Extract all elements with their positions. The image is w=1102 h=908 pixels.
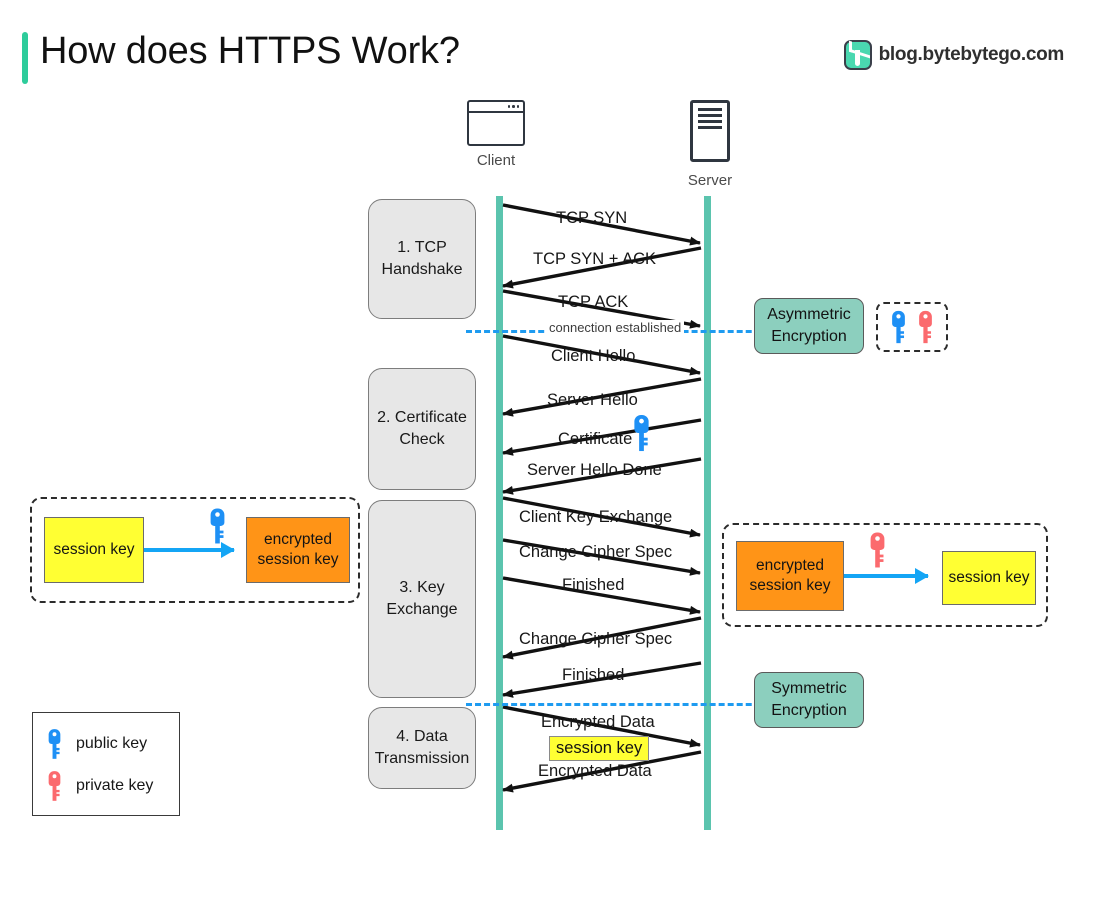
callout-asymmetric-encryption[interactable]: Asymmetric Encryption [754,298,864,354]
panel-encrypt-session-key: session key encrypted session key [30,497,360,603]
key-icon [48,771,61,801]
key-icon [48,729,61,759]
legend: public key private key [32,712,180,816]
skl-src-line1: session key [53,540,135,558]
legend-item-private-key: private key [47,765,179,807]
brand-url-label: blog.bytebytego.com [878,44,1065,65]
panel-decrypt-session-key: encrypted session key session key [722,523,1048,627]
legend-label-private-key: private key [76,777,154,794]
message-label-server-hello-done: Server Hello Done [527,461,662,479]
message-label-certificate: Certificate [558,430,633,448]
sym-line1: Symmetric [771,680,847,698]
public-key-icon [210,508,225,544]
stage-3-line2: Exchange [386,601,458,618]
skr-src-line2: session key [749,577,831,594]
stage-box-data-transmission[interactable]: 4. Data Transmission [368,707,476,789]
skr-src-line1: encrypted [755,556,825,574]
stage-2-line2: Check [399,431,445,448]
key-pair-group [876,302,948,352]
page-title: How does HTTPS Work? [40,30,460,72]
browser-dots [507,105,519,108]
stage-4-line2: Transmission [374,750,470,767]
title-accent-bar [22,32,28,84]
stage-1-line2: Handshake [381,261,463,278]
message-label-encrypted-data-2: Encrypted Data [538,762,652,780]
box-session-key-plain: session key [942,551,1036,605]
box-encrypted-session-key: encrypted session key [736,541,844,611]
actor-client: Client [440,100,552,169]
box-encrypted-session-key: encrypted session key [246,517,350,583]
asym-line1: Asymmetric [767,306,851,324]
message-label-change-cipher-spec-1: Change Cipher Spec [519,543,673,561]
stage-box-tcp-handshake[interactable]: 1. TCP Handshake [368,199,476,319]
lifeline-server [704,196,711,830]
message-label-finished-2: Finished [562,666,625,684]
stage-box-certificate-check[interactable]: 2. Certificate Check [368,368,476,490]
lifeline-client [496,196,503,830]
browser-window-icon [467,100,525,146]
actor-server-label: Server [687,172,733,189]
separator-symmetric-start [466,703,860,706]
sym-line2: Encryption [771,702,847,719]
stage-4-line1: 4. Data [396,728,448,746]
private-key-icon [919,310,932,344]
server-tower-icon [690,100,730,162]
stage-3-line1: 3. Key [399,579,445,597]
message-label-tcp-syn: TCP SYN [556,209,628,227]
message-label-change-cipher-spec-2: Change Cipher Spec [519,630,673,648]
message-label-encrypted-data-1: Encrypted Data [541,713,655,731]
message-label-server-hello: Server Hello [547,391,638,409]
decrypt-arrow [844,568,929,584]
skl-dst-line2: session key [257,551,339,568]
encrypt-arrow [144,542,235,558]
separator-connection-established-label: connection established [546,320,685,335]
asym-line2: Encryption [771,328,847,345]
public-key-icon [892,310,905,344]
stage-1-line1: 1. TCP [397,239,447,257]
brand: blog.bytebytego.com [843,40,1065,70]
skl-dst-line1: encrypted [263,530,333,548]
public-key-icon [634,414,649,452]
message-label-client-hello: Client Hello [551,347,636,365]
bytebytego-logo-icon [843,40,872,70]
stage-box-key-exchange[interactable]: 3. Key Exchange [368,500,476,698]
message-label-client-key-exchange: Client Key Exchange [519,508,673,526]
private-key-icon [870,532,885,568]
message-label-tcp-ack: TCP ACK [558,293,629,311]
legend-item-public-key: public key [47,723,179,765]
box-session-key-plain: session key [44,517,144,583]
stage-2-line1: 2. Certificate [377,409,467,427]
message-label-finished-1: Finished [562,576,625,594]
inline-session-key-badge: session key [549,736,650,761]
server-bars [698,108,722,129]
legend-label-public-key: public key [76,735,148,752]
callout-symmetric-encryption[interactable]: Symmetric Encryption [754,672,864,728]
actor-server: Server [655,100,765,189]
browser-titlebar [469,102,523,113]
actor-client-label: Client [476,152,516,169]
skr-dst-line1: session key [948,568,1030,586]
message-label-tcp-syn-ack: TCP SYN + ACK [533,250,657,268]
